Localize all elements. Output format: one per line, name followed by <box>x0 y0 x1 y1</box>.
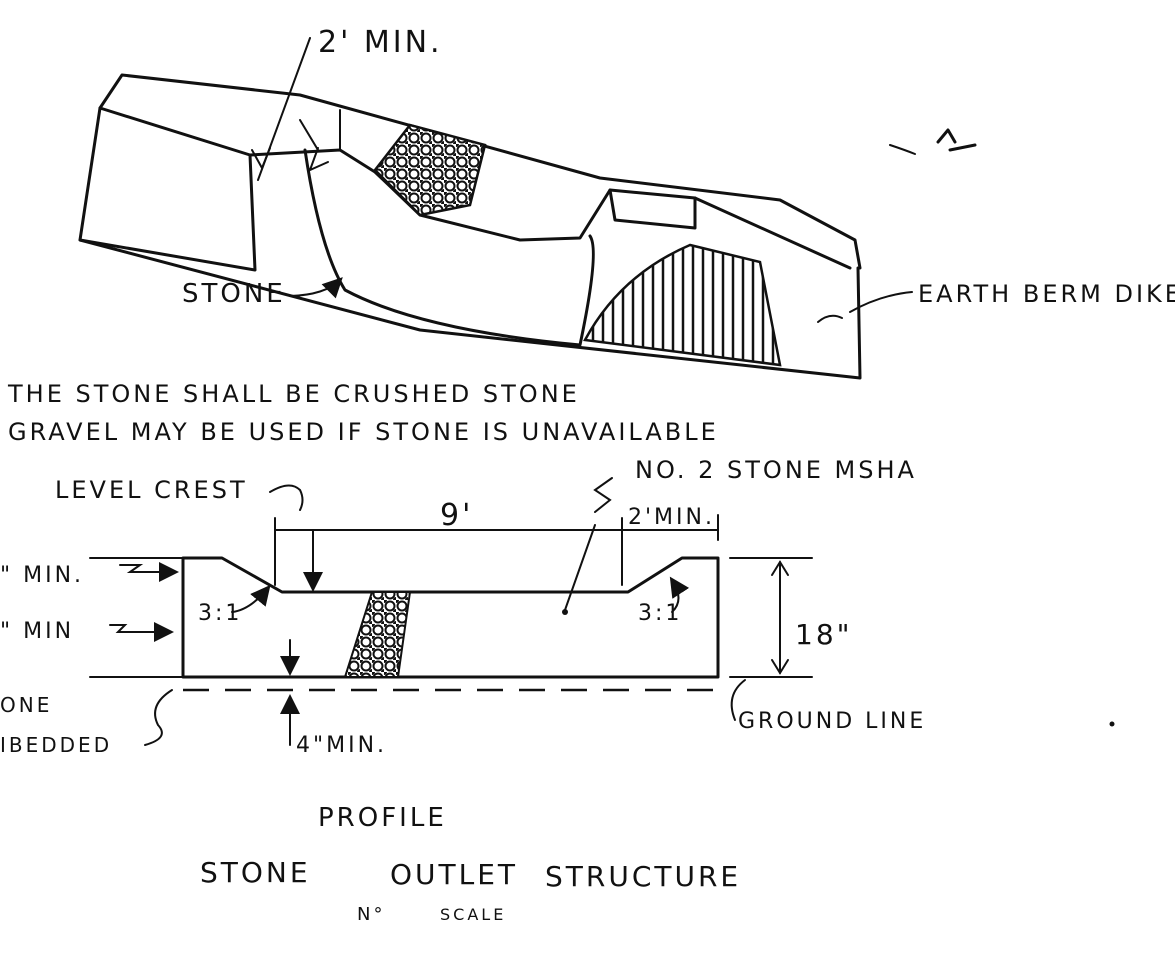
iso-earth-berm <box>583 243 782 367</box>
height-label: 18" <box>795 618 853 651</box>
iso-left-face <box>78 106 257 272</box>
stone-spec-label: NO. 2 STONE MSHA <box>635 456 917 484</box>
slope-right-label: 3:1 <box>638 601 682 626</box>
structure-title-1: STONE <box>200 856 311 889</box>
profile-view: 18" 9' 2'MIN. LEVEL CREST NO. 2 STONE MS… <box>0 456 926 758</box>
crest-width-label: 9' <box>440 498 473 533</box>
view-title: PROFILE <box>318 803 447 833</box>
profile-stone-band <box>343 591 412 678</box>
iso-dike-label: EARTH BERM DIKE <box>918 280 1175 308</box>
structure-title-3: STRUCTURE <box>545 860 741 893</box>
iso-width-label: 2' MIN. <box>318 25 443 60</box>
iso-front-edge <box>248 148 852 270</box>
iso-top-rect <box>608 188 697 230</box>
iso-trough-curve <box>303 148 595 347</box>
structure-title-2: OUTLET <box>390 858 518 891</box>
note-line-1: THE STONE SHALL BE CRUSHED STONE <box>7 380 580 408</box>
level-crest-label: LEVEL CREST <box>55 476 248 504</box>
stone-embedded-label-1: ONE <box>0 693 52 717</box>
isometric-view: 2' MIN. STONE EARTH BERM DIKE <box>78 25 1175 380</box>
side-min-label: 2'MIN. <box>628 505 715 530</box>
embed-min-label: 4"MIN. <box>296 733 387 758</box>
lower-min-label: " MIN <box>0 619 74 644</box>
upper-min-label: " MIN. <box>0 563 84 588</box>
scale-label-1: N° <box>357 904 385 925</box>
iso-bottom-line <box>78 238 862 380</box>
title-block: PROFILE STONE OUTLET STRUCTURE N° SCALE <box>200 803 741 925</box>
slope-left-label: 3:1 <box>198 601 242 626</box>
stone-embedded-label-2: IBEDDED <box>0 733 112 757</box>
iso-top-outline <box>98 73 862 270</box>
note-line-2: GRAVEL MAY BE USED IF STONE IS UNAVAILAB… <box>8 418 719 446</box>
notes: THE STONE SHALL BE CRUSHED STONE GRAVEL … <box>7 380 719 446</box>
scale-label-2: SCALE <box>440 905 506 924</box>
ground-line-label: GROUND LINE <box>738 709 926 734</box>
iso-stone-section <box>373 123 487 217</box>
iso-stone-label: STONE <box>182 279 286 309</box>
